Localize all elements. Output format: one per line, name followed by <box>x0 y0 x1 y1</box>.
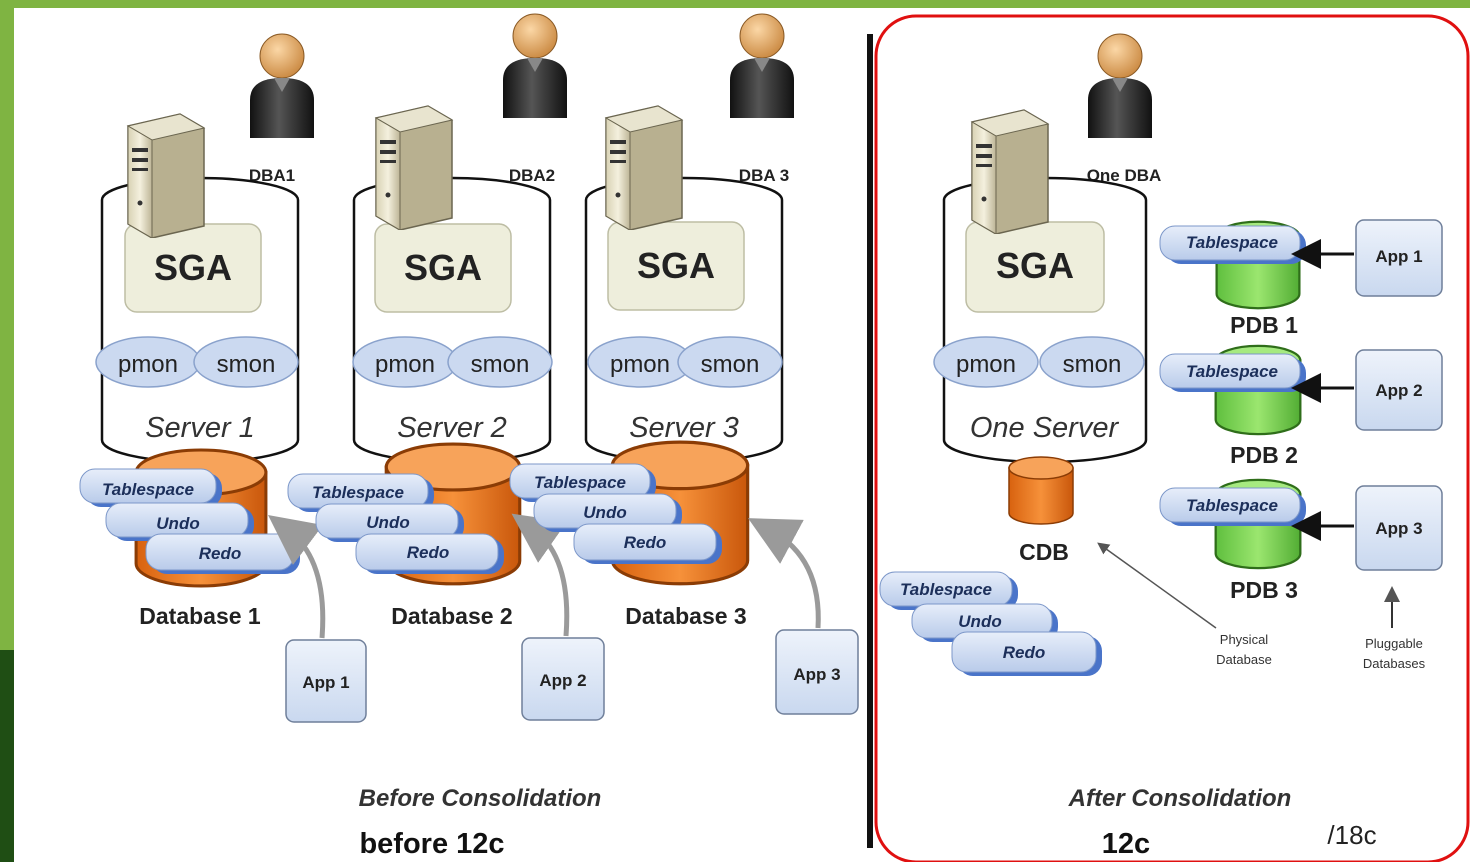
physical-label-line2: Database <box>1216 652 1272 667</box>
app-label: App 2 <box>1375 381 1422 400</box>
file-stack: Tablespace Undo Redo <box>287 473 504 574</box>
redo-label: Redo <box>199 544 242 563</box>
physical-label-line1: Physical <box>1220 632 1269 647</box>
app-box <box>521 637 605 721</box>
file-stack: Tablespace Undo Redo <box>509 463 722 564</box>
pdb-label: PDB 3 <box>1230 577 1298 603</box>
server-label: Server 3 <box>629 412 739 444</box>
tablespace-label: Tablespace <box>1186 496 1278 515</box>
server-label: One Server <box>970 412 1120 444</box>
pdb-row-2: Tablespace App 2 PDB 2 <box>1159 344 1443 468</box>
one-server-group: One DBA SGA pmon smon One Server CDB <box>933 33 1162 565</box>
after-caption: After Consolidation <box>1068 785 1292 812</box>
physical-db-pointer <box>1097 542 1217 629</box>
pmon-label: pmon <box>610 351 670 378</box>
app-arrow <box>268 514 326 639</box>
tablespace-label: Tablespace <box>534 473 626 492</box>
tablespace-label: Tablespace <box>1186 233 1278 252</box>
server-group-3: DBA 3 SGA pmon smon Server 3 Tablespace … <box>509 13 859 715</box>
smon-bubble <box>677 336 783 388</box>
smon-bubble <box>1039 336 1145 388</box>
sga-label: SGA <box>404 247 482 288</box>
dba-label: One DBA <box>1087 166 1162 185</box>
dba-label: DBA2 <box>509 166 555 185</box>
undo-label: Undo <box>156 514 199 533</box>
sga-box <box>607 221 745 311</box>
sga-label: SGA <box>996 245 1074 286</box>
app-box <box>775 629 859 715</box>
dba-label: DBA 3 <box>739 166 789 185</box>
server-tower-icon <box>971 109 1049 234</box>
app-box <box>285 639 367 723</box>
server-group-1: DBA1 SGA pmon smon Server 1 Tablespace U… <box>79 33 367 723</box>
tablespace-label: Tablespace <box>900 580 992 599</box>
server-tower-icon <box>375 105 453 230</box>
before-caption: Before Consolidation <box>359 785 602 812</box>
redo-label: Redo <box>1003 643 1046 662</box>
app-label: App 3 <box>1375 519 1422 538</box>
pdb-label: PDB 1 <box>1230 312 1298 338</box>
server-group-2: DBA2 SGA pmon smon Server 2 Tablespace U… <box>287 13 605 721</box>
server-tower-icon <box>605 105 683 230</box>
after-version-alt: /18c <box>1327 820 1376 850</box>
smon-label: smon <box>1063 351 1122 378</box>
server-label: Server 1 <box>145 412 255 444</box>
server-label: Server 2 <box>397 412 507 444</box>
file-stack: Tablespace Undo Redo <box>79 468 300 574</box>
app-label: App 1 <box>302 673 349 692</box>
frame-left-dark-bar <box>0 650 14 862</box>
sga-label: SGA <box>154 247 232 288</box>
server-tower-icon <box>127 113 205 238</box>
app-label: App 1 <box>1375 247 1422 266</box>
smon-label: smon <box>217 351 276 378</box>
after-version: 12c <box>1102 828 1150 860</box>
undo-label: Undo <box>583 503 626 522</box>
before-version: before 12c <box>359 828 504 860</box>
pdb-row-3: Tablespace App 3 PDB 3 <box>1159 478 1443 603</box>
tablespace-label: Tablespace <box>1186 362 1278 381</box>
undo-label: Undo <box>366 513 409 532</box>
cdb-file-stack: Tablespace Undo Redo <box>879 571 1102 676</box>
smon-bubble <box>193 336 299 388</box>
database-label: Database 3 <box>625 603 746 629</box>
pmon-label: pmon <box>956 351 1016 378</box>
cdb-label: CDB <box>1019 539 1069 565</box>
dba-label: DBA1 <box>249 166 295 185</box>
frame-top-bar <box>0 0 1470 8</box>
pluggable-label-line1: Pluggable <box>1365 636 1423 651</box>
pdb-label: PDB 2 <box>1230 442 1298 468</box>
app-arrow <box>747 518 821 629</box>
pdb-row-1: Tablespace App 1 PDB 1 <box>1159 219 1443 338</box>
pmon-bubble <box>933 336 1039 388</box>
smon-label: smon <box>701 351 760 378</box>
app-box <box>1355 349 1443 431</box>
cdb-cylinder <box>1008 456 1074 525</box>
app-box <box>1355 485 1443 571</box>
database-label: Database 2 <box>391 603 512 629</box>
pmon-label: pmon <box>375 351 435 378</box>
app-box <box>1355 219 1443 297</box>
app-arrow <box>511 513 570 637</box>
pmon-label: pmon <box>118 351 178 378</box>
tablespace-label: Tablespace <box>312 483 404 502</box>
pluggable-label-line2: Databases <box>1363 656 1426 671</box>
sga-box <box>374 223 512 313</box>
redo-label: Redo <box>407 543 450 562</box>
smon-label: smon <box>471 351 530 378</box>
database-label: Database 1 <box>139 603 261 629</box>
redo-label: Redo <box>624 533 667 552</box>
sga-label: SGA <box>637 245 715 286</box>
smon-bubble <box>447 336 553 388</box>
app-label: App 3 <box>793 665 840 684</box>
app-label: App 2 <box>539 671 586 690</box>
frame-left-bar <box>0 0 14 862</box>
undo-label: Undo <box>958 612 1001 631</box>
tablespace-label: Tablespace <box>102 480 194 499</box>
